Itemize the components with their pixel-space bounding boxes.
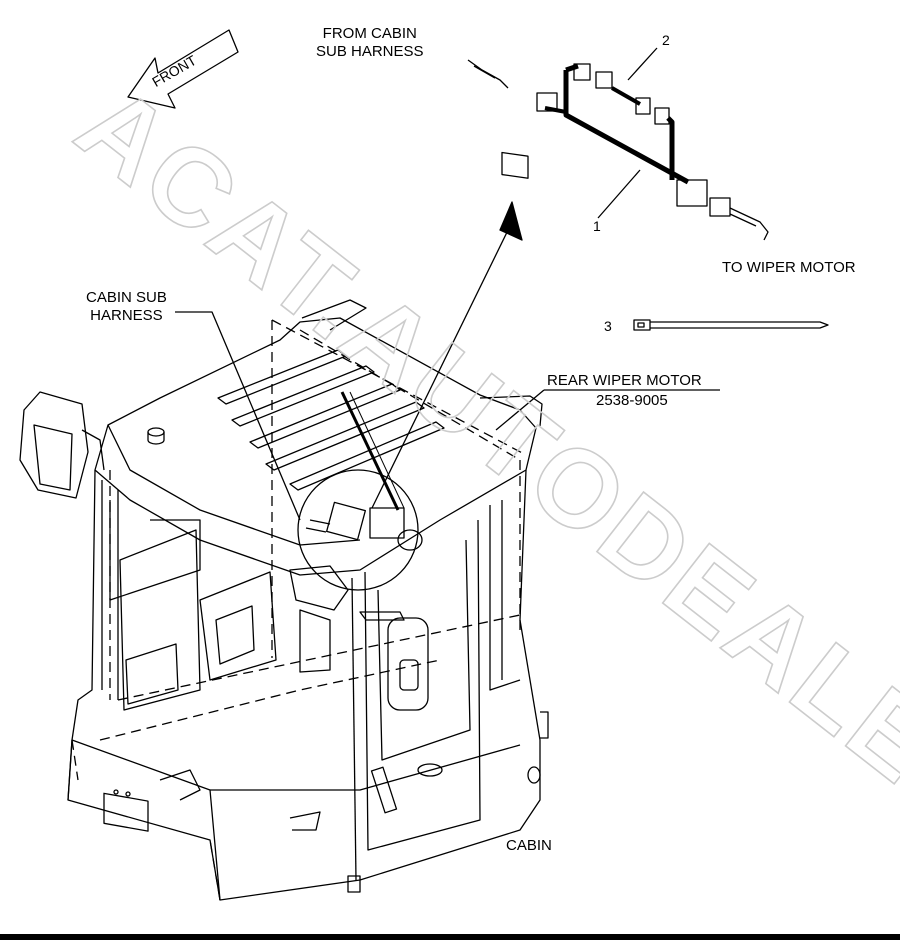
harness-routing <box>71 319 527 901</box>
watermark-text: ACAT.AUTODEALER.RU <box>55 80 900 800</box>
cabin-label: CABIN <box>506 837 552 854</box>
callout-1: 1 <box>593 218 601 234</box>
detail-arrow <box>371 201 523 509</box>
cabin-roof <box>94 299 543 576</box>
rear-wiper-motor-label: REAR WIPER MOTOR <box>547 372 702 389</box>
from-cabin-sub-harness-label: FROM CABIN SUB HARNESS <box>316 25 424 60</box>
bottom-border <box>0 934 900 940</box>
part-number-label: 2538-9005 <box>596 392 668 409</box>
callout-3: 3 <box>604 318 612 334</box>
label-leaders <box>175 311 720 521</box>
harness-assembly <box>467 47 769 241</box>
watermark: ACAT.AUTODEALER.RU <box>54 80 900 800</box>
cable-tie-icon <box>633 319 829 331</box>
to-wiper-motor-label: TO WIPER MOTOR <box>722 259 856 276</box>
front-arrow-icon <box>127 29 239 109</box>
cabin-sub-harness-label: CABIN SUB HARNESS <box>86 289 167 324</box>
callout-2: 2 <box>662 32 670 48</box>
